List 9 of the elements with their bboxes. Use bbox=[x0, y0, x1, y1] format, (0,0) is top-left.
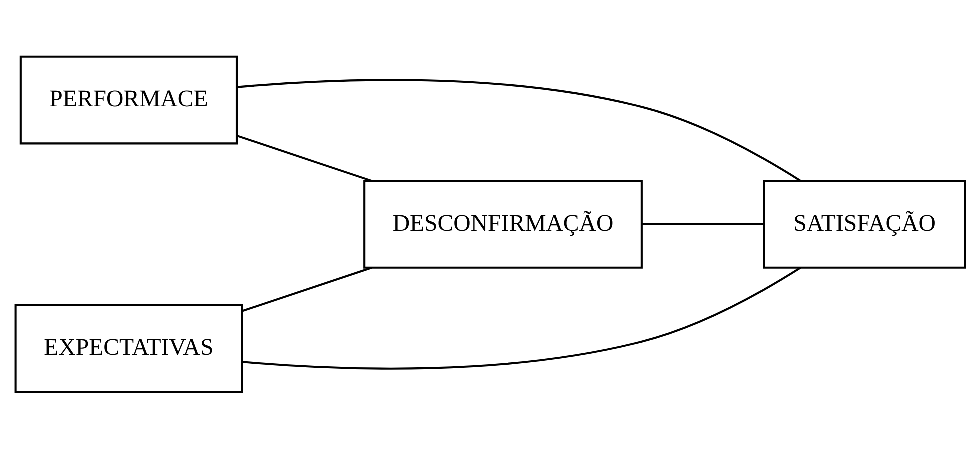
connector bbox=[236, 79, 801, 182]
connector bbox=[242, 267, 801, 370]
node-box: DESCONFIRMAÇÃO bbox=[363, 180, 642, 269]
connector bbox=[242, 267, 372, 312]
connector bbox=[642, 223, 764, 226]
node-box: PERFORMACE bbox=[19, 56, 238, 145]
node-box: EXPECTATIVAS bbox=[14, 304, 243, 394]
connector bbox=[236, 135, 372, 182]
node-box: SATISFAÇÃO bbox=[762, 180, 966, 269]
